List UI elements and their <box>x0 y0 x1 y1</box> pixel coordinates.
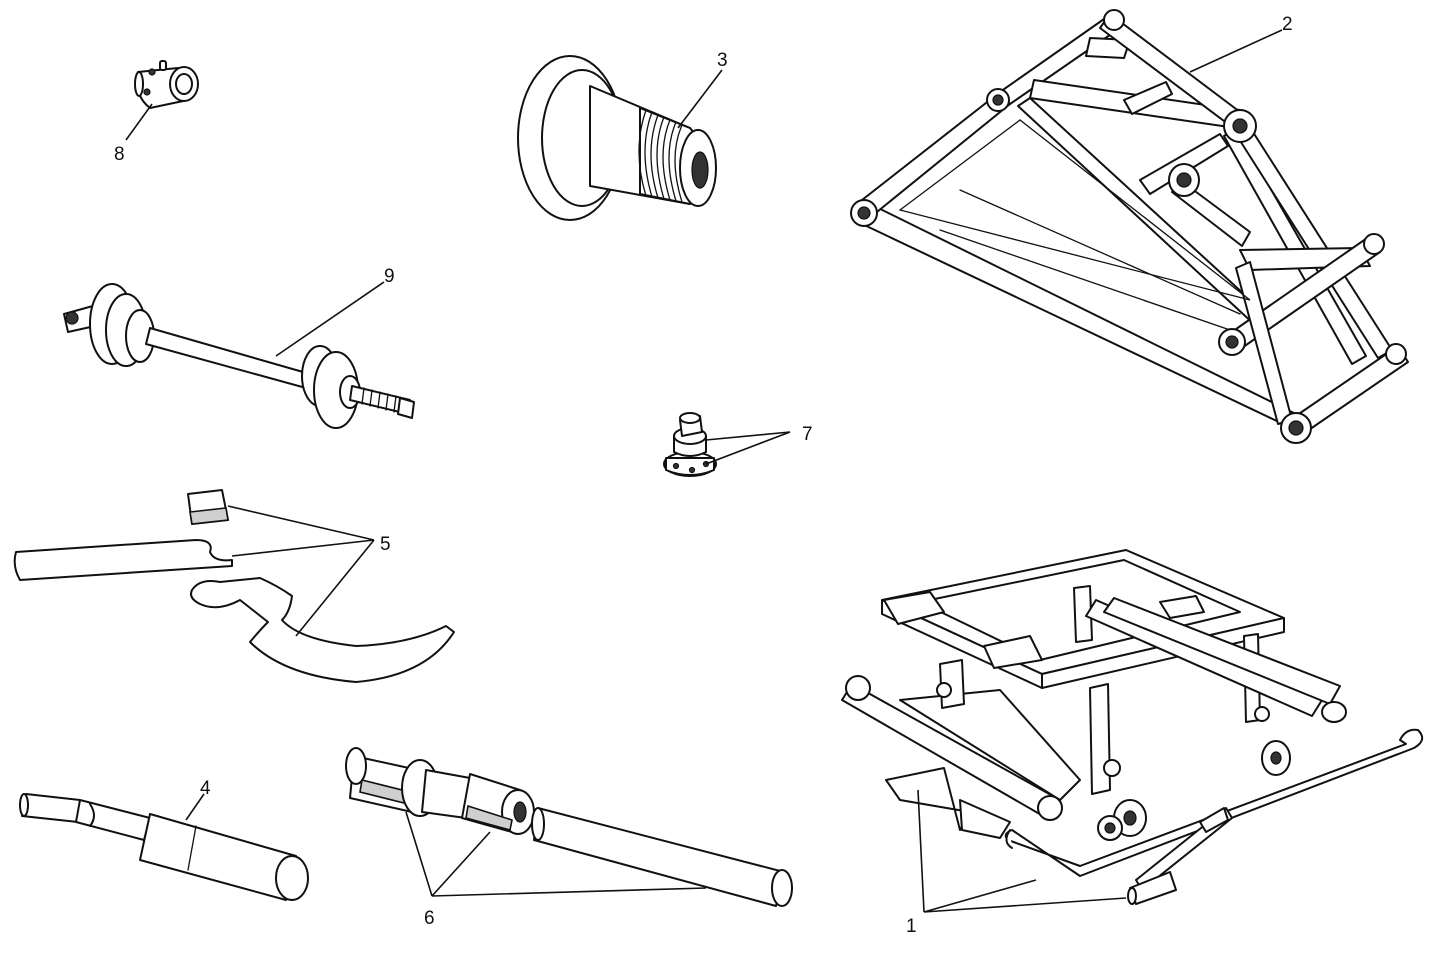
callout-7: 7 <box>802 424 813 445</box>
callout-2: 2 <box>1282 14 1293 35</box>
leader-5 <box>227 505 375 637</box>
leader-4 <box>185 793 205 821</box>
leader-1 <box>917 789 1127 913</box>
part-2-tubular-stand <box>850 9 1409 444</box>
part-5-hook-wrench-set <box>13 489 455 683</box>
callout-4: 4 <box>200 778 211 799</box>
part-6-bushing-drivers <box>345 747 793 907</box>
callout-9: 9 <box>384 266 395 287</box>
callout-3: 3 <box>717 50 728 71</box>
leader-7 <box>705 431 791 465</box>
leader-6 <box>405 811 707 897</box>
leader-8 <box>125 103 153 141</box>
part-1-scissor-jack <box>841 549 1424 905</box>
callout-5: 5 <box>380 534 391 555</box>
part-9-bearing-puller <box>63 283 415 429</box>
leader-3 <box>677 69 723 129</box>
part-4-drift-handle <box>19 793 309 901</box>
callout-1: 1 <box>906 916 917 937</box>
part-7-adapter <box>663 412 717 477</box>
leader-9 <box>275 281 385 357</box>
callout-6: 6 <box>424 908 435 929</box>
part-8-sleeve <box>134 60 199 109</box>
part-3-flanged-threaded-tool <box>517 55 717 221</box>
leader-2 <box>1189 29 1283 73</box>
callout-8: 8 <box>114 144 125 165</box>
